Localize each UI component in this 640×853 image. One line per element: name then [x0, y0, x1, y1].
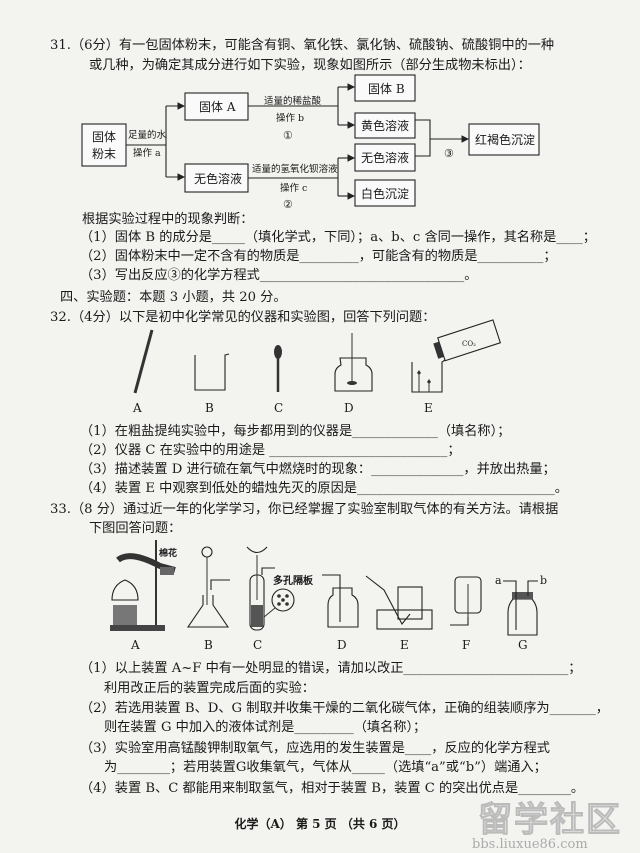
q33-sub1b: 利用改正后的装置完成后面的实验： — [104, 681, 315, 696]
apparatus-c — [246, 546, 295, 631]
q31-stem-line2: 或几种，为确定其成分进行如下实验，现象如图所示（部分生成物未标出）： — [89, 58, 531, 73]
q33-stem-line1: 33.（8 分）通过近一年的化学学习，你已经掌握了实验室制取气体的有关方法。请根… — [50, 502, 559, 517]
label-b: B — [204, 638, 213, 652]
box-yellow-solution — [354, 112, 416, 139]
box-label: 固体 A — [199, 100, 236, 114]
label-cotton: 棉花 — [159, 547, 177, 559]
box-white-precipitate — [354, 179, 416, 207]
q31-stem-line1: 31.（6分）有一包固体粉末，可能含有铜、氧化铁、氯化钠、硫酸钠、硫酸铜中的一种 — [50, 38, 555, 53]
q31-sub2: （2）固体粉末中一定不含有的物质是_________，可能含有的物质是_____… — [80, 249, 557, 264]
apparatus-e — [365, 575, 433, 630]
box-label: 粉末 — [92, 147, 116, 161]
box-label: 固体 — [92, 130, 116, 144]
beaker — [194, 353, 230, 391]
label-d: D — [344, 401, 354, 415]
label-a: A — [132, 401, 142, 415]
label-e: E — [424, 401, 433, 415]
apparatus-b — [186, 546, 230, 628]
apparatus-f — [450, 576, 482, 626]
q31-sub1: （1）固体 B 的成分是_____（填化学式，下同）；a、b、c 含同一操作，其… — [80, 230, 596, 245]
q33-sub3b: 为________；若用装置G收集氧气，气体从_____（选填“a”或“b”）端… — [104, 760, 547, 775]
label-step3: ③ — [444, 147, 454, 160]
q32-sub2: （2）仪器 C 在实验中的用途是 _______________________… — [80, 443, 461, 458]
box-solid-powder — [81, 123, 127, 167]
watermark-url: bbs.liuxue86.com — [472, 837, 588, 852]
box-label: 无色溶液 — [361, 150, 409, 165]
glass-rod — [133, 329, 154, 394]
q31-sub3: （3）写出反应③的化学方程式__________________________… — [80, 268, 478, 283]
label-port-a: a — [495, 574, 502, 587]
box-colorless-solution-2 — [354, 143, 416, 172]
label-op-a: 操作 a — [133, 147, 161, 159]
label-a: A — [130, 638, 140, 652]
q31-intro: 根据实验过程中的现象判断： — [82, 212, 254, 227]
label-e: E — [400, 638, 409, 652]
beaker-candles — [411, 359, 446, 393]
q33-sub2b: 则在装置 G 中加入的液体试剂是_________（填名称）； — [104, 720, 427, 735]
apparatus-a — [110, 540, 176, 631]
label-op-b: 操作 b — [276, 112, 304, 124]
box-label: 黄色溶液 — [361, 118, 409, 133]
apparatus-d — [322, 574, 359, 628]
box-label: 固体 B — [368, 82, 405, 96]
label-step1: ① — [283, 129, 293, 142]
label-baoh: 适量的氢氧化钡溶液 — [252, 163, 338, 175]
label-port-b: b — [540, 574, 547, 587]
box-label: 红褐色沉淀 — [475, 132, 535, 147]
gas-jar — [334, 357, 373, 392]
watermark-logo: 留学社区 — [478, 800, 622, 840]
q33-sub3: （3）实验室用高锰酸钾制取氧气，应选用的发生装置是____，反应的化学方程式 — [80, 741, 550, 756]
box-label: 无色溶液 — [194, 171, 242, 186]
q33-stem-line2: 下图回答问题： — [89, 521, 182, 536]
co2-bottle — [433, 319, 502, 362]
box-solid-b — [354, 74, 416, 102]
label-hcl: 适量的稀盐酸 — [264, 95, 322, 107]
label-op-c: 操作 c — [280, 182, 307, 194]
label-water: 足量的水 — [128, 129, 167, 141]
q33-sub4: （4）装置 B、C 都能用来制取氢气，相对于装置 B，装置 C 的突出优点是__… — [80, 781, 585, 796]
q32-sub3: （3）描述装置 D 进行硫在氧气中燃烧时的现象：______________，并… — [80, 462, 556, 477]
label-g: G — [518, 638, 528, 652]
q32-stem: 32.（4分）以下是初中化学常见的仪器和实验图，回答下列问题： — [50, 310, 436, 325]
q33-sub2: （2）若选用装置 B、D、G 制取并收集干燥的二氧化碳气体，正确的组装顺序为__… — [80, 701, 609, 716]
co2-label: CO₂ — [462, 340, 476, 348]
q32-sub4: （4）装置 E 中观察到低处的蜡烛先灭的原因是_________________… — [80, 481, 568, 496]
apparatus-g — [503, 580, 538, 636]
label-c: C — [274, 401, 283, 415]
label-c: C — [253, 638, 262, 652]
box-label: 白色沉淀 — [361, 186, 409, 201]
box-colorless-solution — [184, 163, 249, 193]
label-d: D — [337, 638, 347, 652]
dropper-bulb — [274, 345, 282, 359]
q33-sub1: （1）以上装置 A~F 中有一处明显的错误，请加以改正_____________… — [80, 661, 582, 676]
label-f: F — [462, 638, 470, 652]
page-footer: 化学（A） 第 5 页 （共 6 页） — [234, 817, 406, 831]
label-step2: ② — [283, 198, 293, 211]
q32-sub1: （1）在粗盐提纯实验中，每步都用到的仪器是_____________（填名称）； — [80, 424, 511, 439]
section-4-heading: 四、实验题：本题 3 小题，共 20 分。 — [60, 290, 287, 305]
label-porous-plate: 多孔隔板 — [273, 574, 314, 587]
label-b: B — [205, 401, 214, 415]
box-red-brown-precipitate — [468, 123, 540, 156]
